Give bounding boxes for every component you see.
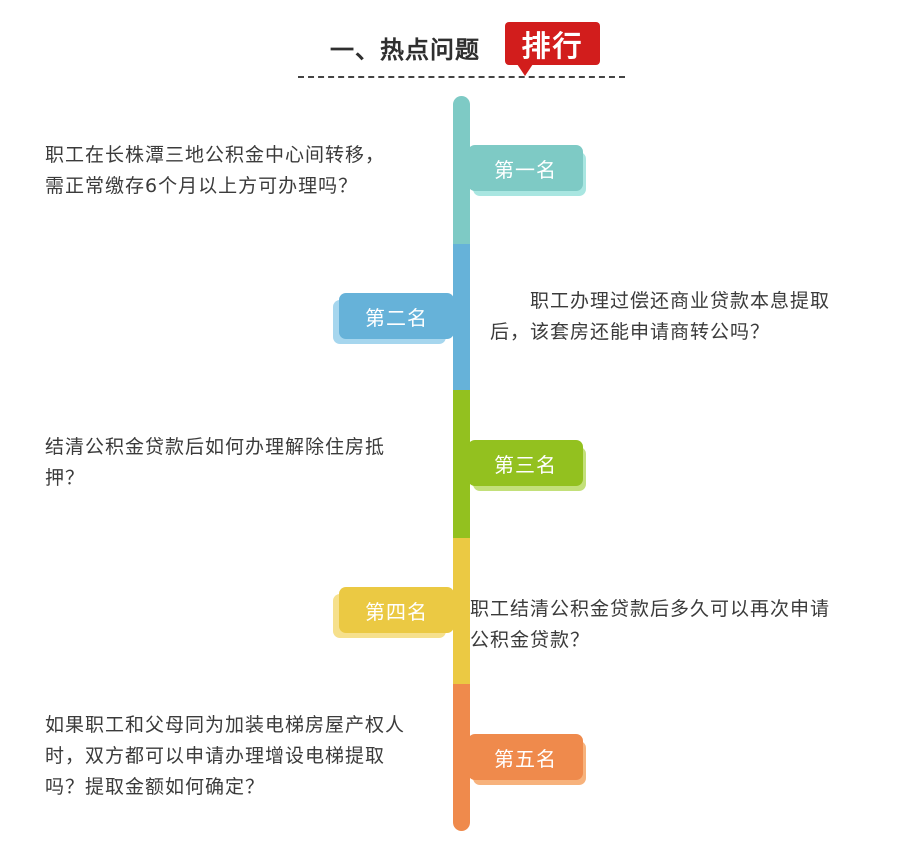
- rank-label-1: 第一名: [468, 145, 583, 191]
- question-4-line-1: 职工结清公积金贷款后多久可以再次申请: [470, 598, 831, 620]
- question-5-line-3: 吗？提取金额如何确定？: [45, 776, 266, 798]
- rank-tag-3: 第三名: [468, 440, 586, 491]
- rank-tag-1: 第一名: [468, 145, 586, 196]
- question-5: 如果职工和父母同为加装电梯房屋产权人 时，双方都可以申请办理增设电梯提取 吗？提…: [45, 710, 405, 803]
- rank-label-3: 第三名: [468, 440, 583, 486]
- rank-tag-5: 第五名: [468, 734, 586, 785]
- question-2-line-2: 后，该套房还能申请商转公吗？: [490, 321, 771, 343]
- rank-label-2: 第二名: [339, 293, 454, 339]
- question-4: 职工结清公积金贷款后多久可以再次申请 公积金贷款？: [470, 594, 830, 656]
- timeline-segment-2: [453, 244, 470, 390]
- page-title: 一、热点问题: [330, 36, 480, 64]
- question-5-line-2: 时，双方都可以申请办理增设电梯提取: [45, 745, 386, 767]
- question-4-line-2: 公积金贷款？: [470, 629, 591, 651]
- timeline-segment-1: [453, 96, 470, 244]
- question-3-line-2: 押？: [45, 467, 86, 489]
- rank-tag-2: 第二名: [333, 293, 454, 344]
- header-dashed-divider: [298, 76, 625, 78]
- question-1-line-2: 需正常缴存6个月以上方可办理吗？: [45, 175, 359, 197]
- timeline-segment-4: [453, 538, 470, 684]
- rank-tag-4: 第四名: [333, 587, 454, 638]
- ranking-timeline: [453, 96, 470, 831]
- timeline-segment-3: [453, 390, 470, 538]
- ranking-badge: 排行: [505, 22, 600, 65]
- ranking-badge-pointer: [517, 64, 533, 76]
- question-2: 职工办理过偿还商业贷款本息提取 后，该套房还能申请商转公吗？: [490, 286, 830, 348]
- question-2-line-1: 职工办理过偿还商业贷款本息提取: [490, 290, 831, 312]
- rank-label-4: 第四名: [339, 587, 454, 633]
- question-5-line-1: 如果职工和父母同为加装电梯房屋产权人: [45, 714, 406, 736]
- question-3: 结清公积金贷款后如何办理解除住房抵 押？: [45, 432, 385, 494]
- question-3-line-1: 结清公积金贷款后如何办理解除住房抵: [45, 436, 386, 458]
- question-1: 职工在长株潭三地公积金中心间转移， 需正常缴存6个月以上方可办理吗？: [45, 140, 385, 202]
- rank-label-5: 第五名: [468, 734, 583, 780]
- question-1-line-1: 职工在长株潭三地公积金中心间转移，: [45, 144, 386, 166]
- timeline-segment-5: [453, 684, 470, 831]
